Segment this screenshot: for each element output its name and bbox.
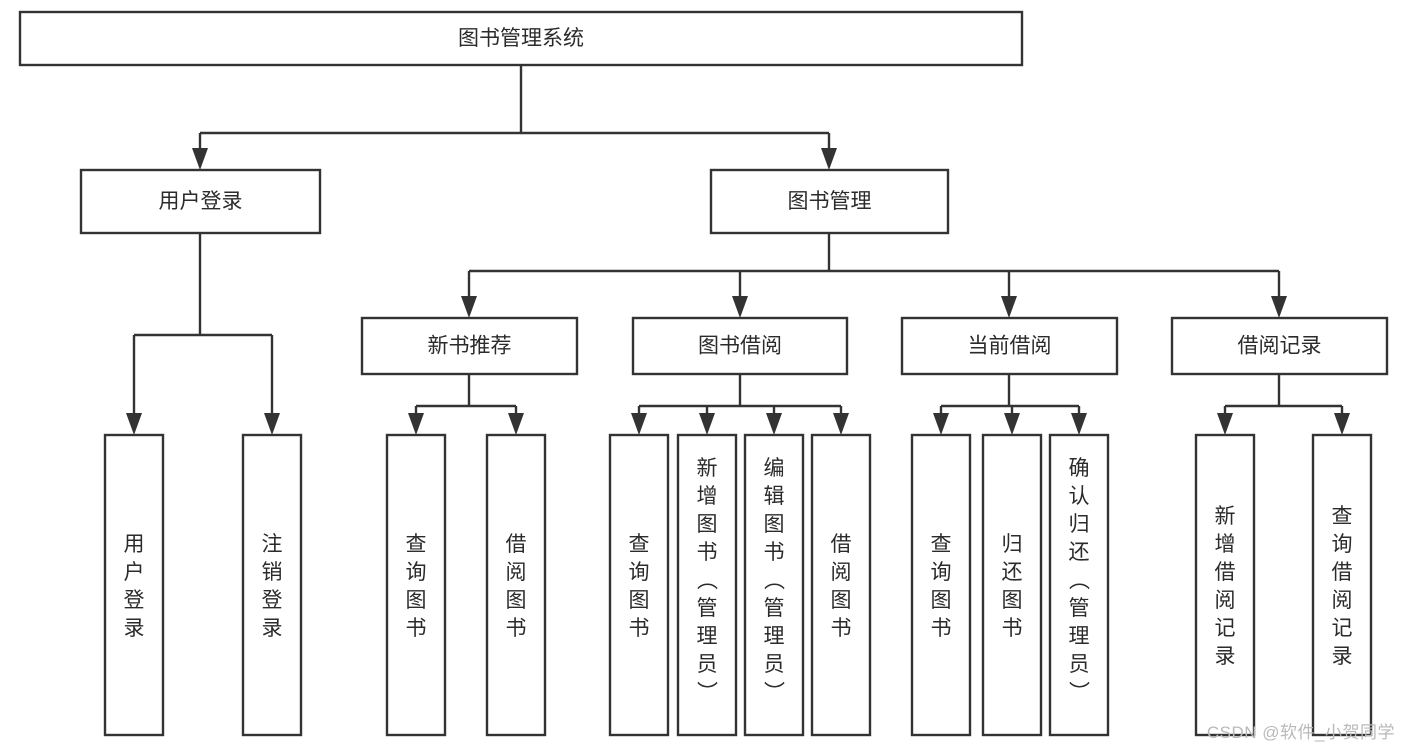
node-label: 借阅记录 xyxy=(1238,335,1322,358)
node-label: 查询借阅记录 xyxy=(1332,505,1353,668)
node-label: 新增借阅记录 xyxy=(1215,505,1236,668)
node-box[interactable] xyxy=(900,316,1119,376)
node-label: 图书管理系统 xyxy=(458,27,584,50)
node-label: 查询图书 xyxy=(406,533,427,640)
node-leaf-用户登录[interactable]: 用户登录 xyxy=(103,433,165,737)
node-leaf-注销登录[interactable]: 注销登录 xyxy=(241,433,303,737)
node-label: 图书管理 xyxy=(788,190,872,213)
node-box[interactable] xyxy=(1194,433,1256,737)
node-l3-借阅记录[interactable]: 借阅记录 xyxy=(1170,316,1389,376)
node-l3-图书借阅[interactable]: 图书借阅 xyxy=(631,316,849,376)
csdn-watermark: CSDN @软件_小贺同学 xyxy=(1206,723,1395,742)
node-label: 查询图书 xyxy=(931,533,952,640)
arrow-icon xyxy=(732,296,748,318)
node-label: 注销登录 xyxy=(262,533,283,640)
connector-user-login-to-leaves xyxy=(126,233,280,435)
node-label: 借阅图书 xyxy=(506,533,527,640)
arrow-icon xyxy=(1001,296,1017,318)
arrow-icon xyxy=(264,413,280,435)
node-box[interactable] xyxy=(1311,433,1373,737)
node-leaf-借阅图书[interactable]: 借阅图书 xyxy=(810,433,872,737)
connector-record-to-leaves xyxy=(1217,374,1350,435)
node-box[interactable] xyxy=(709,168,950,235)
arrow-icon xyxy=(1217,413,1233,435)
arrow-icon xyxy=(766,413,782,435)
node-leaf-新增图书管理员[interactable]: 新增图书（管理员） xyxy=(676,433,738,737)
node-box[interactable] xyxy=(676,433,738,737)
node-box[interactable] xyxy=(18,10,1024,67)
node-label: 编辑图书（管理员） xyxy=(764,457,786,704)
node-leaf-归还图书[interactable]: 归还图书 xyxy=(981,433,1043,737)
arrow-icon xyxy=(1271,296,1287,318)
node-label: 新增图书（管理员） xyxy=(697,457,719,704)
node-box[interactable] xyxy=(360,316,579,376)
node-box[interactable] xyxy=(385,433,447,737)
node-box[interactable] xyxy=(79,168,322,235)
connector-current-borrow-to-leaves xyxy=(933,374,1087,435)
node-box[interactable] xyxy=(1170,316,1389,376)
node-box[interactable] xyxy=(1048,433,1110,737)
arrow-icon xyxy=(408,413,424,435)
node-leaf-借阅图书[interactable]: 借阅图书 xyxy=(485,433,547,737)
node-box[interactable] xyxy=(608,433,670,737)
arrow-icon xyxy=(1004,413,1020,435)
node-box[interactable] xyxy=(485,433,547,737)
arrow-icon xyxy=(461,296,477,318)
node-l3-新书推荐[interactable]: 新书推荐 xyxy=(360,316,579,376)
node-leaf-编辑图书管理员[interactable]: 编辑图书（管理员） xyxy=(743,433,805,737)
arrow-icon xyxy=(192,148,208,170)
node-box[interactable] xyxy=(743,433,805,737)
node-l3-当前借阅[interactable]: 当前借阅 xyxy=(900,316,1119,376)
node-label: 新书推荐 xyxy=(428,335,512,358)
node-box[interactable] xyxy=(631,316,849,376)
arrow-icon xyxy=(1071,413,1087,435)
node-label: 确认归还（管理员） xyxy=(1069,457,1091,704)
node-leaf-查询图书[interactable]: 查询图书 xyxy=(910,433,972,737)
node-leaf-查询借阅记录[interactable]: 查询借阅记录 xyxy=(1311,433,1373,737)
node-root-图书管理系统[interactable]: 图书管理系统 xyxy=(18,10,1024,67)
node-leaf-查询图书[interactable]: 查询图书 xyxy=(608,433,670,737)
arrow-icon xyxy=(631,413,647,435)
connector-book-manage-to-level3 xyxy=(461,233,1287,318)
node-leaf-查询图书[interactable]: 查询图书 xyxy=(385,433,447,737)
node-label: 查询图书 xyxy=(629,533,650,640)
node-label: 图书借阅 xyxy=(698,335,782,358)
node-box[interactable] xyxy=(910,433,972,737)
node-label: 借阅图书 xyxy=(831,533,852,640)
node-label: 用户登录 xyxy=(124,533,145,640)
arrow-icon xyxy=(699,413,715,435)
connector-new-book-to-leaves xyxy=(408,374,524,435)
arrow-icon xyxy=(821,148,837,170)
node-leaf-新增借阅记录[interactable]: 新增借阅记录 xyxy=(1194,433,1256,737)
node-l2-用户登录[interactable]: 用户登录 xyxy=(79,168,322,235)
arrow-icon xyxy=(1334,413,1350,435)
connector-root-to-level2 xyxy=(192,65,837,170)
arrow-icon xyxy=(126,413,142,435)
node-l2-图书管理[interactable]: 图书管理 xyxy=(709,168,950,235)
arrow-icon xyxy=(833,413,849,435)
node-label: 归还图书 xyxy=(1002,533,1023,640)
connector-borrow-to-leaves xyxy=(631,374,849,435)
node-box[interactable] xyxy=(103,433,165,737)
node-leaf-确认归还管理员[interactable]: 确认归还（管理员） xyxy=(1048,433,1110,737)
node-label: 用户登录 xyxy=(159,190,243,213)
node-label: 当前借阅 xyxy=(968,335,1052,358)
node-box[interactable] xyxy=(241,433,303,737)
node-box[interactable] xyxy=(981,433,1043,737)
arrow-icon xyxy=(933,413,949,435)
node-box[interactable] xyxy=(810,433,872,737)
arrow-icon xyxy=(508,413,524,435)
